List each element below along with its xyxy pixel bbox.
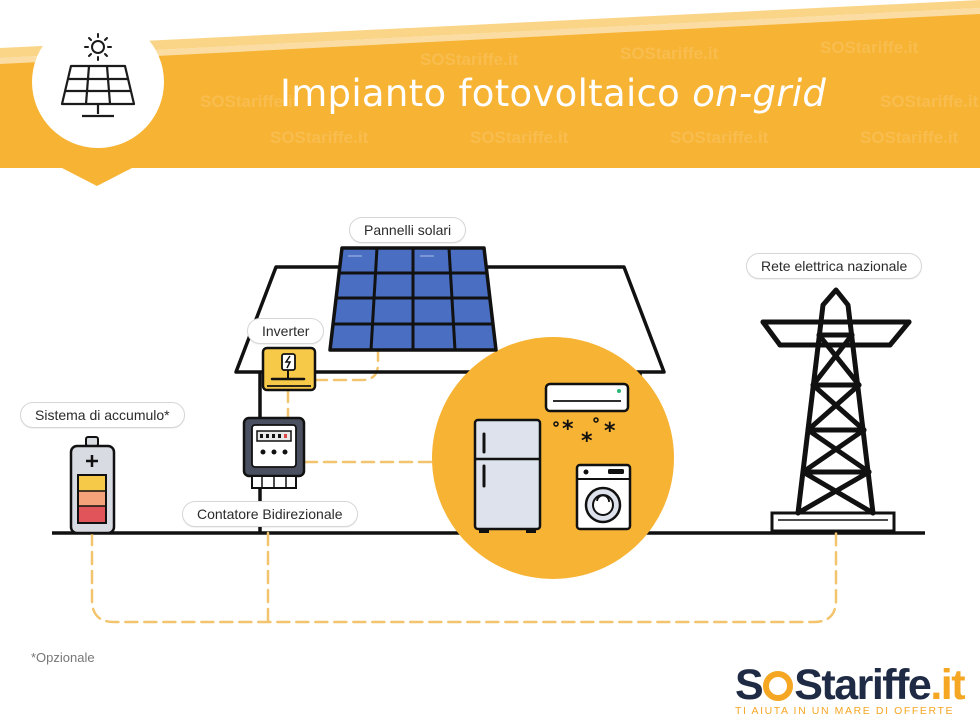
title-main: Impianto fotovoltaico <box>280 72 693 115</box>
watermark: SOStariffe.it <box>880 92 979 111</box>
logo-s1: S <box>735 661 764 709</box>
appliance-highlight <box>432 337 674 579</box>
label-solar-panels: Pannelli solari <box>349 217 467 243</box>
title-italic: on-grid <box>692 72 827 115</box>
watermark: SOStariffe.it <box>470 128 569 147</box>
watermark: SOStariffe.it <box>820 38 919 57</box>
header-banner <box>0 0 980 186</box>
inverter-icon <box>261 346 317 392</box>
watermark: SOStariffe.it <box>270 128 369 147</box>
logo-tariffe: tariffe <box>821 661 931 709</box>
logo-tagline: TI AIUTA IN UN MARE DI OFFERTE <box>735 705 955 717</box>
logo-it: .it <box>930 661 965 709</box>
watermark: SOStariffe.it <box>200 92 299 111</box>
watermark: SOStariffe.it <box>620 44 719 63</box>
air-conditioner-icon: * * * <box>544 382 630 454</box>
header-icon-badge <box>32 16 164 148</box>
page-title: Impianto fotovoltaico on-grid <box>280 72 826 115</box>
watermark: SOStariffe.it <box>420 50 519 69</box>
power-tower-icon <box>760 287 912 533</box>
refrigerator-icon <box>473 418 542 533</box>
banner-pointer <box>62 168 132 186</box>
watermark: SOStariffe.it <box>860 128 959 147</box>
sun-icon <box>84 33 112 61</box>
svg-text:*: * <box>562 417 574 442</box>
label-storage: Sistema di accumulo* <box>20 402 185 428</box>
washing-machine-icon <box>575 463 632 531</box>
svg-text:*: * <box>581 429 593 454</box>
footnote: *Opzionale <box>31 650 95 665</box>
battery-icon <box>69 436 116 535</box>
logo-lifebuoy-icon <box>763 671 794 701</box>
solar-panel-array <box>328 246 498 352</box>
label-grid: Rete elettrica nazionale <box>746 253 923 279</box>
logo-s2: S <box>794 661 823 709</box>
label-inverter: Inverter <box>247 318 325 344</box>
svg-text:*: * <box>604 419 616 444</box>
label-meter: Contatore Bidirezionale <box>182 501 358 527</box>
watermark: SOStariffe.it <box>670 128 769 147</box>
electric-meter-icon <box>242 416 306 489</box>
solar-panel-icon <box>60 64 136 118</box>
